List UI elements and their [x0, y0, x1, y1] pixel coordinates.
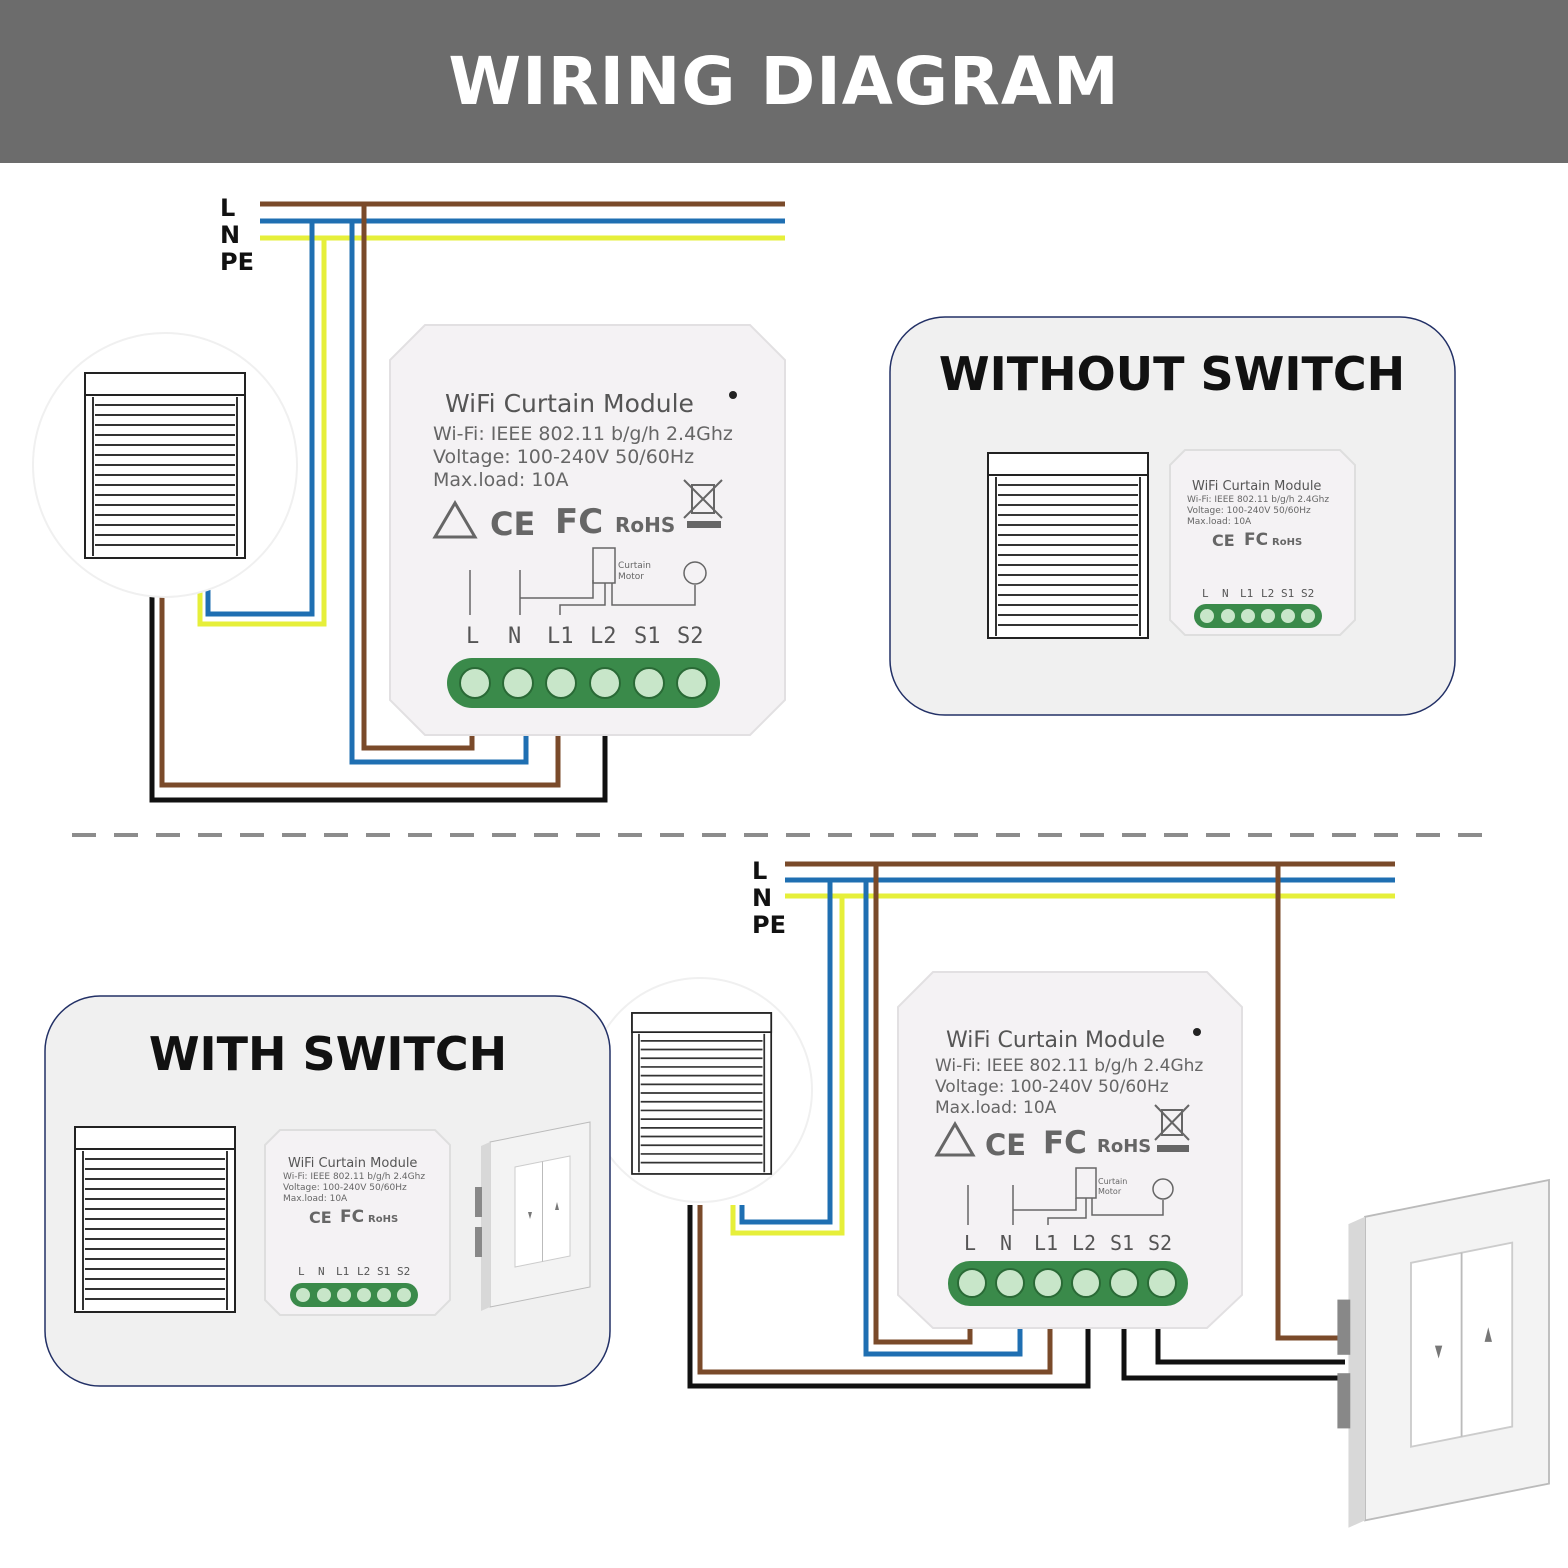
terminal-label-n: N: [1000, 1231, 1012, 1255]
rohs-mark: RoHS: [1097, 1136, 1151, 1157]
fc-mark: FC: [555, 502, 603, 542]
module-spec-voltage: Voltage: 100-240V 50/60Hz: [1187, 506, 1311, 516]
wall-switch-icon: [1336, 1179, 1550, 1529]
terminal-label-l2: L2: [1261, 587, 1274, 600]
label-pe: PE: [220, 248, 254, 276]
panel-with-switch: WITH SWITCH WiFi Curtain Module Wi-Fi: I…: [44, 995, 611, 1387]
module-spec-wifi: Wi-Fi: IEEE 802.11 b/g/h 2.4Ghz: [433, 423, 733, 445]
terminal-screws: [957, 1268, 1177, 1298]
bottom-mains-bus: [785, 861, 1395, 899]
weee-bin-icon: [683, 479, 723, 528]
terminal-label-l2: L2: [590, 624, 617, 649]
header-banner: WIRING DIAGRAM: [0, 0, 1568, 163]
wall-switch-icon: [474, 1121, 591, 1312]
terminal-label-l1: L1: [1240, 587, 1253, 600]
ce-mark: CE: [309, 1208, 332, 1227]
terminal-label-n: N: [508, 624, 521, 649]
rohs-mark: RoHS: [615, 513, 675, 537]
module-spec-wifi: Wi-Fi: IEEE 802.11 b/g/h 2.4Ghz: [935, 1056, 1203, 1076]
module-spec-voltage: Voltage: 100-240V 50/60Hz: [433, 446, 694, 468]
terminal-label-s2: S2: [1148, 1231, 1172, 1255]
internal-schematic: [967, 1167, 1174, 1225]
terminal-label-s1: S1: [1110, 1231, 1134, 1255]
curtain-module-bottom: WiFi Curtain Module Wi-Fi: IEEE 802.11 b…: [897, 971, 1243, 1329]
terminal-label-s1: S1: [377, 1265, 390, 1278]
module-spec-load: Max.load: 10A: [283, 1194, 348, 1204]
terminal-label-s2: S2: [397, 1265, 410, 1278]
curtain-blind-icon: [987, 452, 1149, 639]
label-n: N: [220, 221, 240, 249]
panel-without-switch: WITHOUT SWITCH WiFi Curtain Module Wi-Fi…: [889, 316, 1456, 716]
curtain-blind-icon: [84, 372, 246, 559]
curtain-label: Curtain: [1098, 1177, 1127, 1186]
page-title: WIRING DIAGRAM: [448, 43, 1120, 120]
terminal-label-l2: L2: [357, 1265, 370, 1278]
terminal-label-l1: L1: [547, 624, 574, 649]
bottom-wires: [687, 864, 1345, 1389]
terminal-label-n: N: [1222, 587, 1229, 600]
label-n: N: [752, 884, 772, 912]
module-spec-load: Max.load: 10A: [935, 1098, 1057, 1118]
curtain-module-small: WiFi Curtain Module Wi-Fi: IEEE 802.11 b…: [264, 1129, 451, 1316]
terminal-label-l1: L1: [336, 1265, 349, 1278]
terminal-label-s2: S2: [1301, 587, 1314, 600]
internal-schematic: [469, 547, 707, 615]
top-wires: [149, 204, 608, 803]
terminal-label-s2: S2: [677, 624, 704, 649]
ce-mark: CE: [985, 1128, 1026, 1162]
top-mains-bus: [260, 201, 785, 241]
terminal-label-s1: S1: [1281, 587, 1294, 600]
curtain-module-top: WiFi Curtain Module Wi-Fi: IEEE 802.11 b…: [389, 324, 786, 736]
fc-mark: FC: [1244, 530, 1268, 550]
module-title: WiFi Curtain Module: [1192, 479, 1321, 494]
curtain-label: Curtain: [618, 561, 651, 571]
module-title: WiFi Curtain Module: [946, 1028, 1165, 1053]
terminal-label-s1: S1: [634, 624, 661, 649]
terminal-label-l2: L2: [1072, 1231, 1096, 1255]
fc-mark: FC: [340, 1207, 364, 1227]
warning-icon: [934, 1121, 976, 1157]
terminal-label-l: L: [1202, 587, 1209, 600]
module-spec-wifi: Wi-Fi: IEEE 802.11 b/g/h 2.4Ghz: [283, 1172, 425, 1182]
weee-bin-icon: [1154, 1104, 1190, 1152]
rohs-mark: RoHS: [1272, 537, 1302, 548]
terminal-label-l1: L1: [1034, 1231, 1058, 1255]
warning-icon: [432, 500, 478, 539]
label-pe: PE: [752, 911, 786, 939]
panel-title-without-switch: WITHOUT SWITCH: [939, 347, 1405, 401]
motor-label: Motor: [618, 572, 644, 582]
label-l: L: [220, 194, 235, 222]
curtain-blind-icon: [74, 1126, 236, 1313]
ce-mark: CE: [1212, 531, 1235, 550]
terminal-label-l: L: [964, 1231, 976, 1255]
module-spec-voltage: Voltage: 100-240V 50/60Hz: [935, 1077, 1169, 1097]
module-spec-load: Max.load: 10A: [1187, 517, 1252, 527]
terminal-label-l: L: [466, 624, 479, 649]
terminal-screws: [459, 667, 708, 699]
fc-mark: FC: [1043, 1125, 1087, 1161]
module-spec-wifi: Wi-Fi: IEEE 802.11 b/g/h 2.4Ghz: [1187, 495, 1329, 505]
module-spec-voltage: Voltage: 100-240V 50/60Hz: [283, 1183, 407, 1193]
module-title: WiFi Curtain Module: [288, 1156, 417, 1171]
label-l: L: [752, 857, 767, 885]
terminal-label-n: N: [318, 1265, 325, 1278]
panel-title-with-switch: WITH SWITCH: [149, 1027, 507, 1081]
rohs-mark: RoHS: [368, 1214, 398, 1225]
curtain-blind-icon: [631, 1012, 773, 1175]
module-title: WiFi Curtain Module: [445, 389, 694, 418]
terminal-label-l: L: [298, 1265, 305, 1278]
ce-mark: CE: [490, 505, 535, 543]
module-spec-load: Max.load: 10A: [433, 469, 569, 491]
motor-label: Motor: [1098, 1187, 1122, 1196]
curtain-module-small: WiFi Curtain Module Wi-Fi: IEEE 802.11 b…: [1169, 449, 1356, 636]
